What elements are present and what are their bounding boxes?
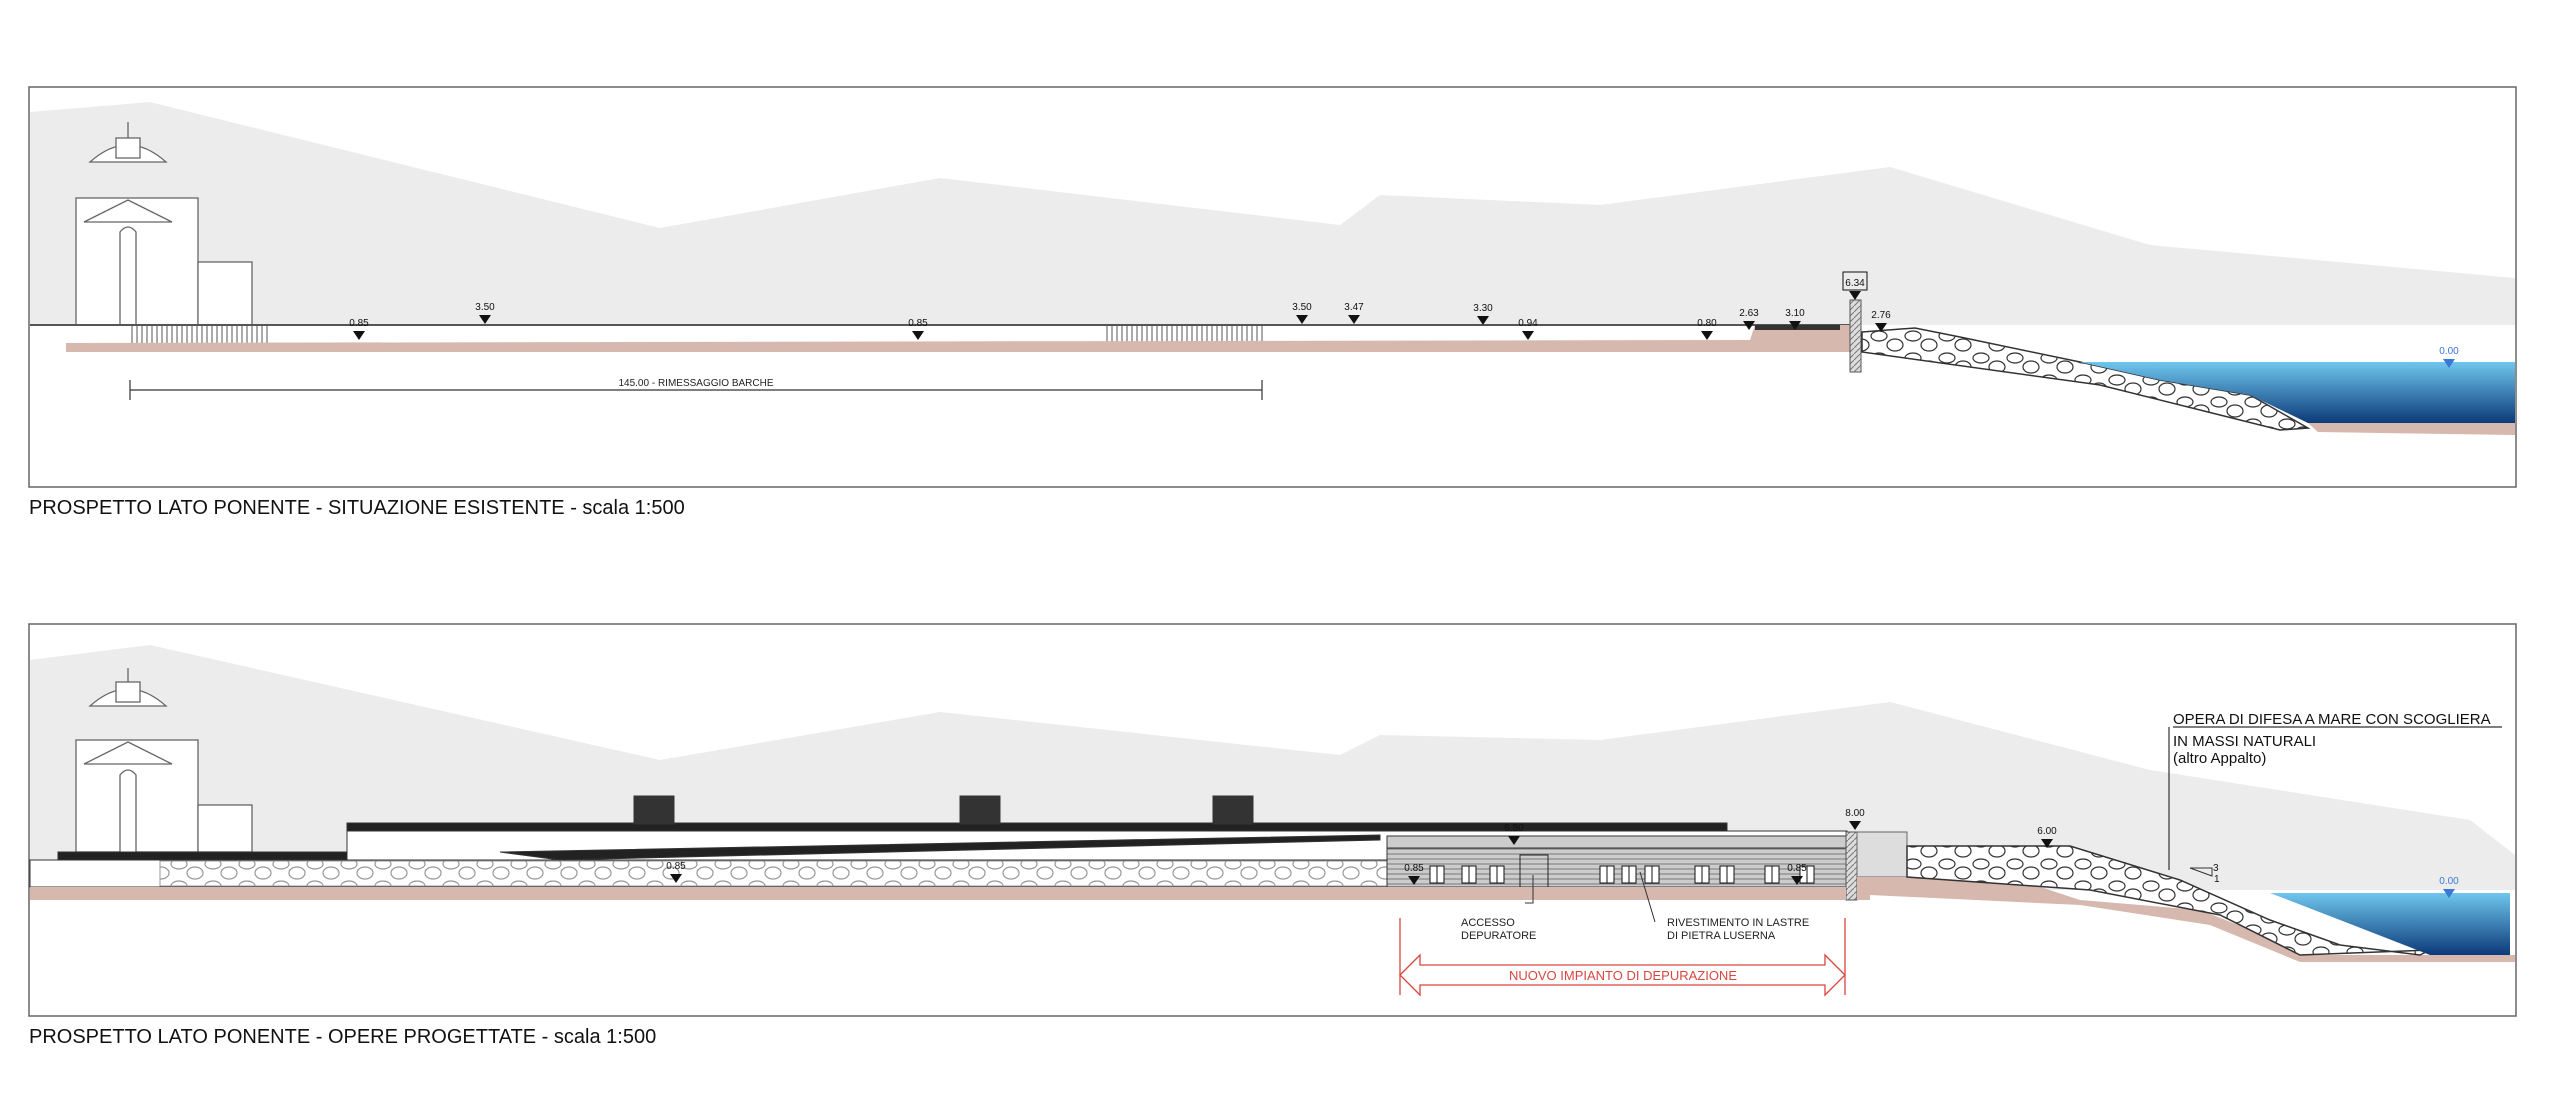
- elevation-marker: 3.10: [1785, 308, 1805, 330]
- elevation-marker: 3.50: [475, 302, 495, 324]
- elevation-value: 0.80: [1697, 318, 1717, 329]
- elevation-value: 3.50: [475, 302, 495, 313]
- elevation-marker: 2.63: [1739, 308, 1759, 330]
- elevation-triangle-icon: [1789, 321, 1801, 330]
- elevation-value: 0.00: [2439, 346, 2459, 357]
- elevation-value: 0.85: [908, 318, 928, 329]
- elevation-triangle-icon: [2443, 889, 2455, 898]
- sea-water: [2080, 362, 2515, 423]
- elevation-triangle-icon: [1296, 315, 1308, 324]
- elevation-value: 0.85: [1404, 863, 1424, 874]
- wall-pier: [1845, 831, 1858, 901]
- elevation-value: 2.76: [1871, 310, 1891, 321]
- elevation-marker: 6.50: [1504, 823, 1524, 845]
- church: [75, 122, 253, 326]
- elevation-triangle-icon: [670, 874, 682, 883]
- church: [75, 668, 253, 853]
- elevation-value: 0.85: [666, 861, 686, 872]
- dimension-label: 145.00 - RIMESSAGGIO BARCHE: [618, 378, 773, 389]
- slope-ratio-rise: 1: [2214, 874, 2220, 885]
- elevation-triangle-icon: [1743, 321, 1755, 330]
- elevation-marker: 0.00: [2439, 876, 2459, 898]
- elevation-triangle-icon: [1348, 315, 1360, 324]
- rock-revetment: [1861, 327, 2311, 431]
- new-plant-label: NUOVO IMPIANTO DI DEPURAZIONE: [1509, 968, 1737, 983]
- elevation-triangle-icon: [1508, 836, 1520, 845]
- slope-ratio-run: 3: [2213, 863, 2219, 874]
- elevation-marker: 0.00: [2439, 346, 2459, 368]
- elevation-triangle-icon: [1701, 331, 1713, 340]
- elevation-marker: 0.85: [1404, 863, 1424, 885]
- elevation-value: 2.63: [1739, 308, 1759, 319]
- elevation-value: 6.00: [2037, 826, 2057, 837]
- elevation-triangle-icon: [1408, 876, 1420, 885]
- cladding-note-line1: RIVESTIMENTO IN LASTRE: [1667, 917, 1809, 929]
- elevation-value: 3.10: [1785, 308, 1805, 319]
- mountain-backdrop: [30, 102, 2515, 325]
- elevation-marker: 0.85: [908, 318, 928, 340]
- elevation-value: 6.50: [1504, 823, 1524, 834]
- elevation-triangle-icon: [1791, 876, 1803, 885]
- seawall-note-line3: (altro Appalto): [2173, 750, 2266, 767]
- elevation-triangle-icon: [1875, 323, 1887, 332]
- elevation-marker: 3.50: [1292, 302, 1312, 324]
- elevation-marker: 0.80: [1697, 318, 1717, 340]
- elevation-marker: 2.76: [1871, 310, 1891, 332]
- elevation-value: 0.00: [2439, 876, 2459, 887]
- elevation-marker: 0.94: [1518, 318, 1538, 340]
- elevation-marker: 8.00: [1845, 808, 1865, 830]
- existing-panel: 145.00 - RIMESSAGGIO BARCHE 0.85 3.50 0.85…: [28, 86, 2517, 488]
- elevation-marker: 6.34: [1842, 271, 1868, 300]
- soil-band: [66, 325, 1850, 352]
- elevation-triangle-icon: [479, 315, 491, 324]
- railing: [1105, 325, 1263, 343]
- dimension-line: [129, 380, 1263, 400]
- elevation-value: 3.47: [1344, 302, 1364, 313]
- seawall-note-line1: OPERA DI DIFESA A MARE CON SCOGLIERA: [2173, 711, 2491, 728]
- project-panel: NUOVO IMPIANTO DI DEPURAZIONE ACCESSO DE…: [28, 623, 2517, 1017]
- elevation-triangle-icon: [1849, 291, 1861, 300]
- elevation-value: 3.50: [1292, 302, 1312, 313]
- elevation-marker: 6.00: [2037, 826, 2057, 848]
- access-note-line2: DEPURATORE: [1461, 930, 1536, 942]
- wall-pier: [1849, 299, 1862, 373]
- project-title: PROSPETTO LATO PONENTE - OPERE PROGETTAT…: [29, 1026, 656, 1048]
- windows: [1429, 865, 1815, 884]
- proposed-building: [29, 795, 1849, 888]
- elevation-triangle-icon: [353, 331, 365, 340]
- elevation-triangle-icon: [1849, 821, 1861, 830]
- elevation-marker: 3.47: [1344, 302, 1364, 324]
- elevation-value: 0.85: [349, 318, 369, 329]
- cladding-note-line2: DI PIETRA LUSERNA: [1667, 930, 1776, 942]
- elevation-triangle-icon: [2443, 359, 2455, 368]
- existing-title: PROSPETTO LATO PONENTE - SITUAZIONE ESIS…: [29, 497, 685, 519]
- elevation-value: 0.94: [1518, 318, 1538, 329]
- elevation-value: 6.34: [1845, 278, 1865, 289]
- elevation-marker: 0.85: [349, 318, 369, 340]
- access-note-line1: ACCESSO: [1461, 917, 1515, 929]
- leader-line: [2168, 726, 2502, 870]
- elevation-marker: 0.85: [1787, 863, 1807, 885]
- sea-water: [2270, 893, 2510, 955]
- elevation-triangle-icon: [1477, 316, 1489, 325]
- seawall-note-line2: IN MASSI NATURALI: [2173, 733, 2316, 750]
- elevation-marker: 0.85: [666, 861, 686, 883]
- railing: [128, 325, 270, 343]
- elevation-marker: 3.30: [1473, 303, 1493, 325]
- elevation-value: 8.00: [1845, 808, 1865, 819]
- elevation-value: 0.85: [1787, 863, 1807, 874]
- elevation-triangle-icon: [912, 331, 924, 340]
- elevation-triangle-icon: [1522, 331, 1534, 340]
- new-plant-extent: [1399, 918, 1846, 997]
- soil-band: [30, 887, 1846, 900]
- elevation-triangle-icon: [2041, 839, 2053, 848]
- elevation-value: 3.30: [1473, 303, 1493, 314]
